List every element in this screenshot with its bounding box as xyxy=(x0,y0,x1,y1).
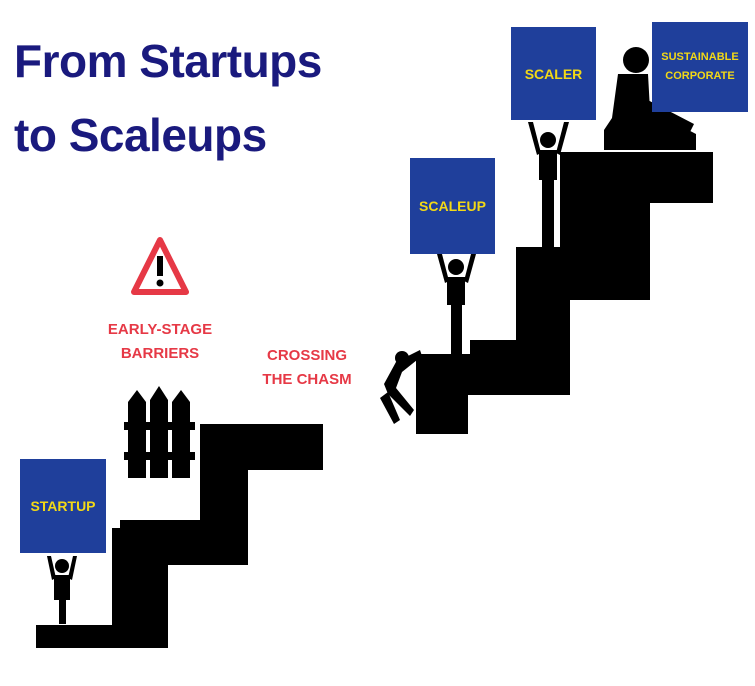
person-climbing-icon xyxy=(380,350,422,424)
chasm-line-1: CROSSING xyxy=(266,347,347,364)
scaleup-label: SCALEUP xyxy=(419,198,486,214)
title-line-1: From Startups xyxy=(14,35,322,87)
startup-box: STARTUP xyxy=(20,459,106,553)
upper-staircase xyxy=(416,152,713,434)
title-line-2: to Scaleups xyxy=(14,109,267,161)
sustainable-line-2: CORPORATE xyxy=(665,70,735,82)
chasm-line-2: THE CHASM xyxy=(262,371,352,388)
early-stage-line-1: EARLY-STAGE xyxy=(107,321,213,338)
startup-label: STARTUP xyxy=(30,498,96,514)
scaler-box: SCALER xyxy=(511,27,596,120)
person-lifting-scaleup-icon xyxy=(437,254,476,354)
crossing-the-chasm-label: CROSSING THE CHASM xyxy=(250,344,364,392)
early-stage-line-2: BARRIERS xyxy=(120,345,200,362)
sustainable-corporate-box: SUSTAINABLE CORPORATE xyxy=(652,22,748,112)
lower-staircase xyxy=(36,424,323,648)
sustainable-line-1: SUSTAINABLE xyxy=(661,51,739,63)
person-lifting-startup-icon xyxy=(47,556,77,624)
fence-icon xyxy=(124,386,195,478)
person-lifting-scaler-icon xyxy=(528,122,569,247)
early-stage-barriers-label: EARLY-STAGE BARRIERS xyxy=(98,318,222,366)
person-sitting-icon xyxy=(604,47,696,150)
scaler-label: SCALER xyxy=(524,65,583,82)
scaleup-box: SCALEUP xyxy=(410,158,495,254)
warning-icon xyxy=(131,237,189,295)
